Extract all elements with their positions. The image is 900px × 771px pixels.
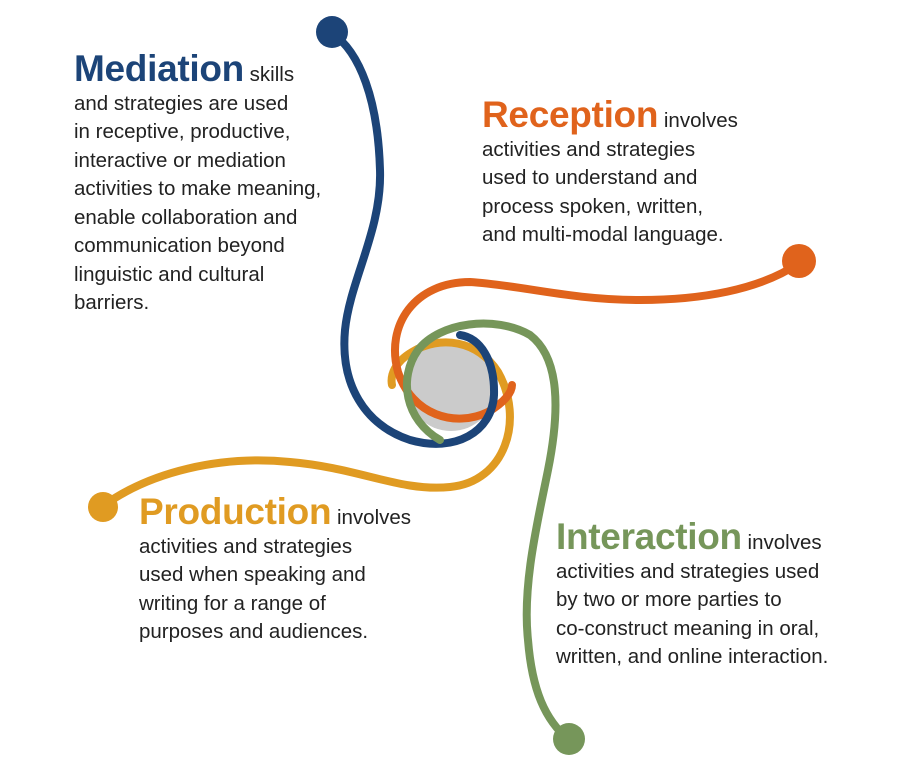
reception-endpoint [782, 244, 816, 278]
interaction-endpoint [553, 723, 585, 755]
mediation-curve [328, 29, 499, 448]
mediation-text-block: Mediation skills and strategies are used… [74, 50, 374, 318]
mediation-endpoint [316, 16, 348, 48]
mediation-heading: Mediation [74, 48, 244, 89]
interaction-description: involves activities and strategies used … [556, 531, 829, 668]
production-heading: Production [139, 491, 332, 532]
interaction-text-block: Interaction involves activities and stra… [556, 518, 886, 672]
production-text-block: Production involves activities and strat… [139, 493, 439, 647]
mediation-description: skills and strategies are used in recept… [74, 63, 322, 314]
reception-description: involves activities and strategies used … [482, 109, 738, 246]
production-description: involves activities and strategies used … [139, 506, 412, 643]
reception-curve [390, 259, 803, 423]
reception-text-block: Reception involves activities and strate… [482, 96, 782, 250]
production-endpoint [88, 492, 118, 522]
reception-heading: Reception [482, 94, 659, 135]
interaction-heading: Interaction [556, 516, 742, 557]
interaction-curve [402, 319, 573, 744]
